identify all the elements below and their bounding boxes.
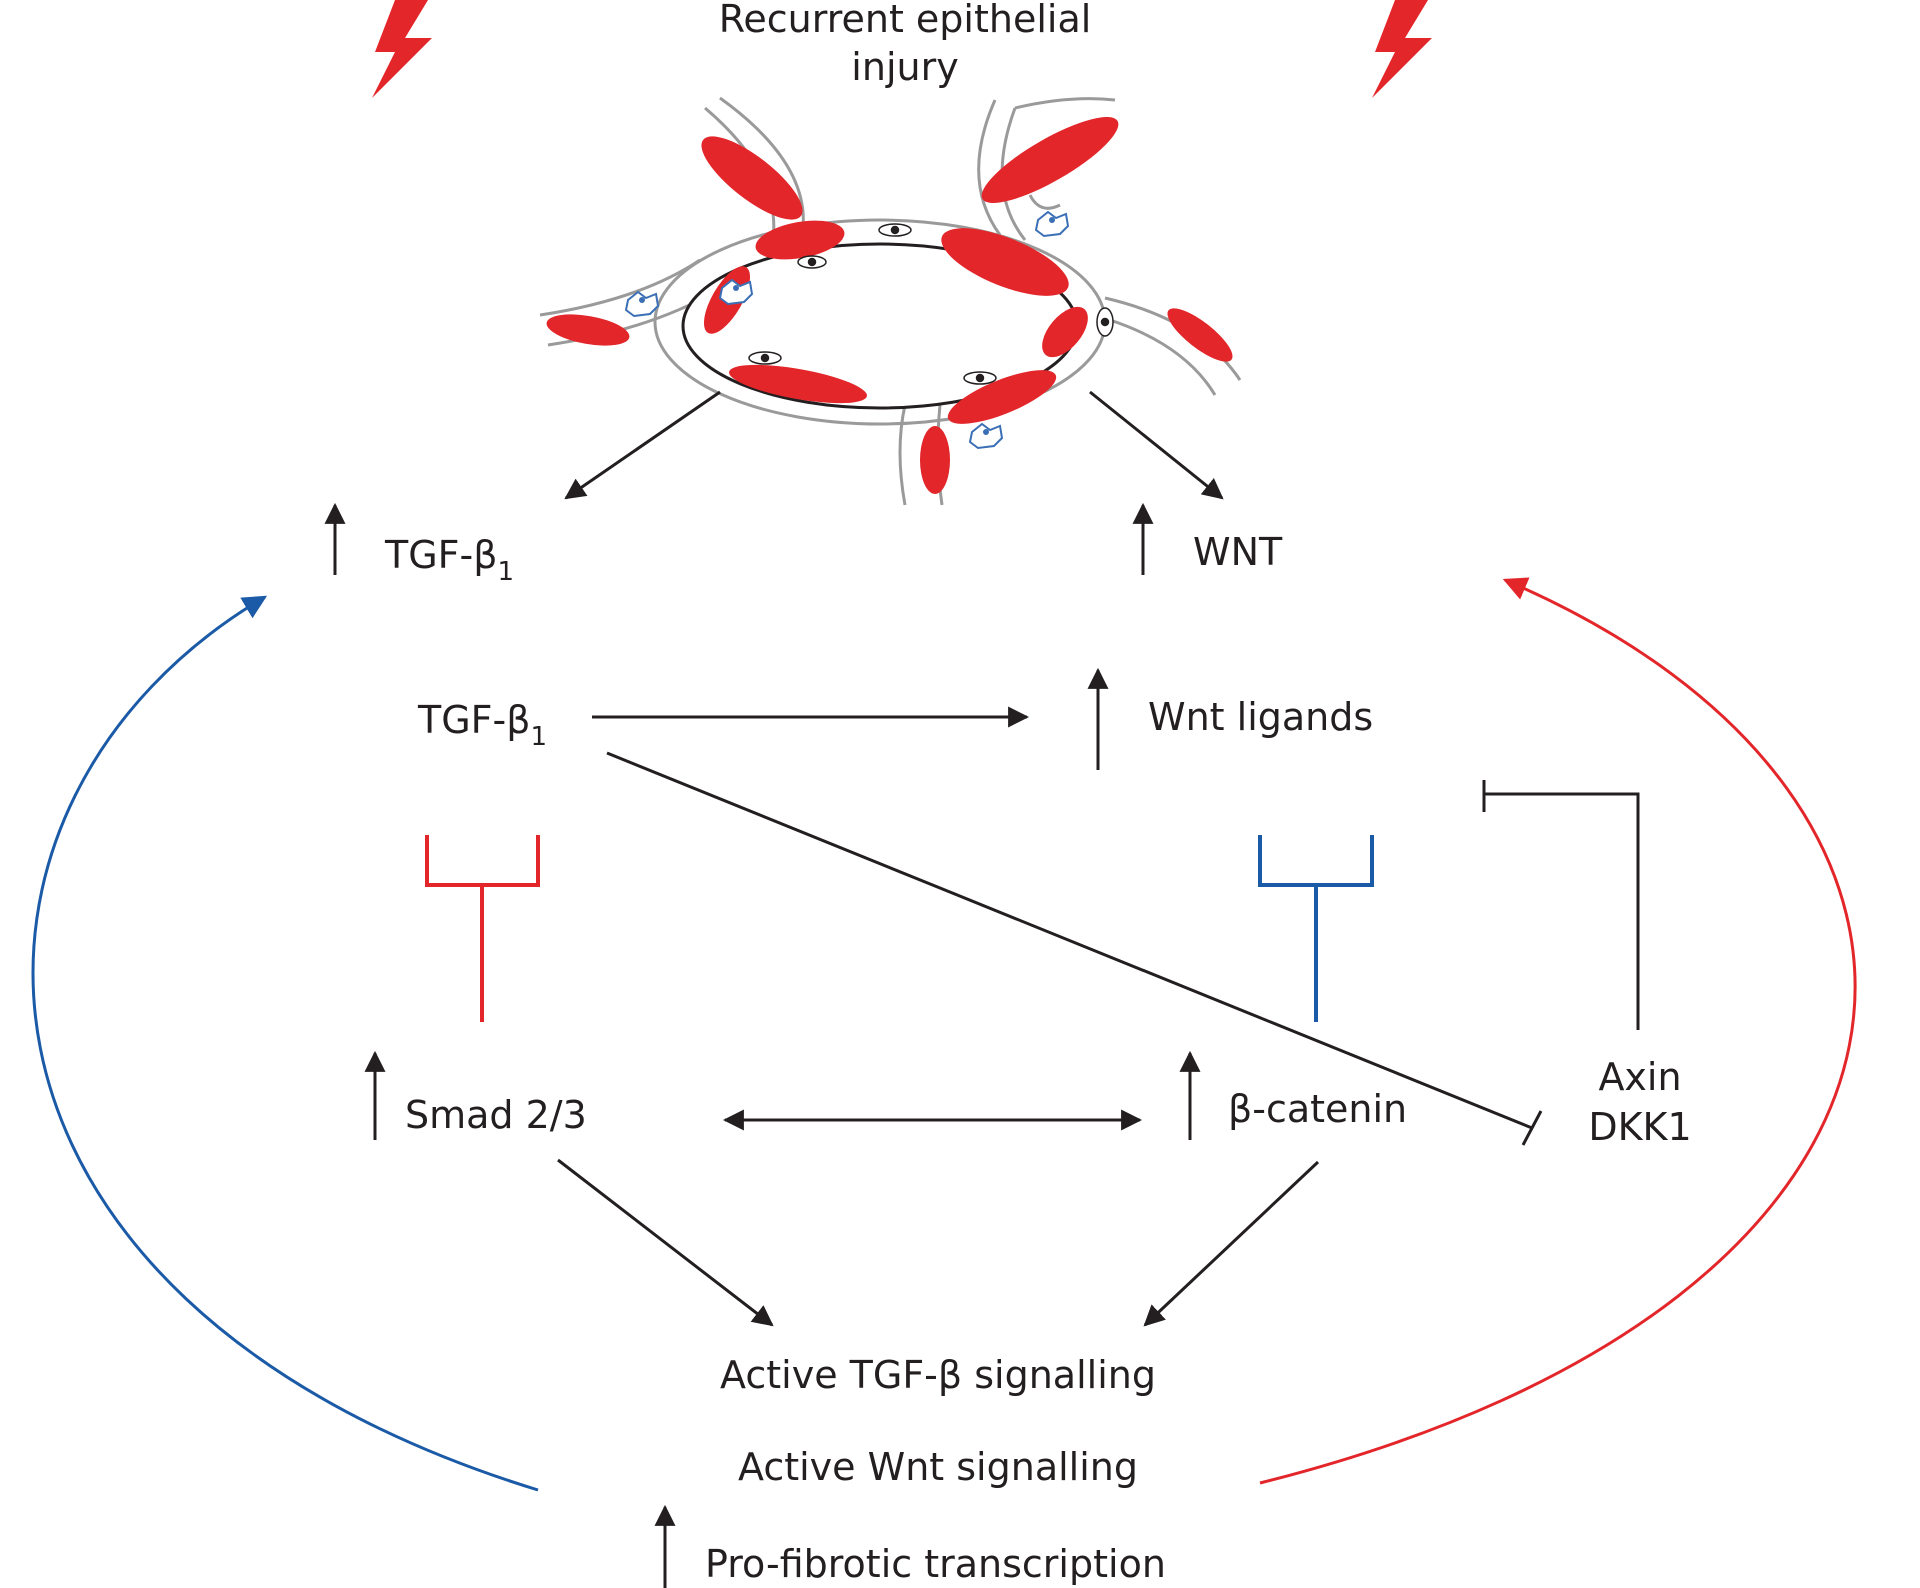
feedback-loop-blue: [31, 595, 539, 1492]
tgf-receptor-icon: [425, 835, 540, 1022]
wnt-receptor-icon: [1258, 835, 1374, 1022]
arrow-injury-to-wnt: [1089, 390, 1224, 500]
arrow-catenin-to-signalling: [1143, 1160, 1320, 1327]
wnt-ligands-label: Wnt ligands: [1148, 695, 1373, 739]
tgf-beta1-top-label: TGF-β1: [384, 533, 514, 587]
inhibit-axin-to-wnt-ligands: [1484, 792, 1640, 1030]
arrow-injury-to-tgf: [564, 390, 721, 500]
smad-label: Smad 2/3: [405, 1093, 587, 1137]
tgf-beta1-mid-label: TGF-β1: [417, 698, 547, 752]
inhibit-tgf-to-axin: [606, 751, 1533, 1130]
alveolus-illustration: [539, 96, 1242, 506]
dkk1-label: DKK1: [1588, 1105, 1691, 1149]
active-wnt-signalling-label: Active Wnt signalling: [738, 1445, 1138, 1489]
feedback-loop-red: [1259, 577, 1857, 1485]
lightning-bolt-icon: [1372, 0, 1432, 98]
pro-fibrotic-transcription-label: Pro-fibrotic transcription: [705, 1542, 1166, 1586]
diagram-title-line1: Recurrent epithelial: [719, 0, 1092, 41]
inhibit-bar: [1521, 1110, 1543, 1146]
diagram-title-line2: injury: [851, 45, 958, 89]
wnt-top-label: WNT: [1193, 530, 1283, 574]
beta-catenin-label: β-catenin: [1228, 1087, 1407, 1131]
active-tgf-signalling-label: Active TGF-β signalling: [720, 1353, 1156, 1397]
axin-label: Axin: [1598, 1055, 1681, 1099]
lightning-bolt-icon: [372, 0, 432, 98]
arrow-smad-to-signalling: [557, 1158, 774, 1327]
